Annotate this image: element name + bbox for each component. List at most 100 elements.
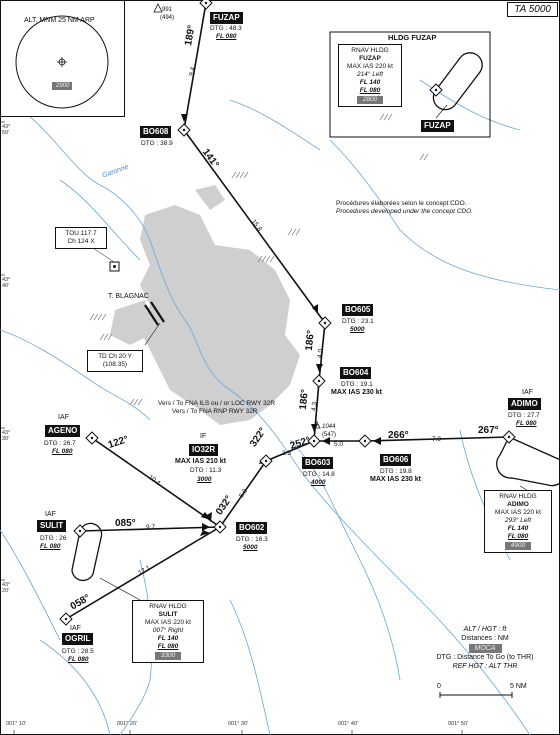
msa-box [0, 0, 125, 117]
hold-fuzap-moca: 2800 [356, 96, 384, 104]
rivers [0, 79, 560, 735]
cdo-note-fr: Procédures élaborées selon le concept CD… [336, 200, 467, 207]
wp-bo605: BO605 [342, 304, 374, 316]
iaf-label-ageno: IAF [58, 414, 69, 421]
hold-adimo-title: RNAV HLDG [499, 493, 537, 500]
track-186-b: 186° [297, 388, 311, 411]
msa-moca-bg [52, 82, 72, 90]
holding-info-adimo: RNAV HLDG ADIMO MAX IAS 220 kt 293° Left… [484, 490, 552, 553]
wp-sulit: SULIT [37, 520, 67, 532]
hold-adimo-fl1: FL 140 [507, 525, 529, 532]
legend-dist: Distances : NM [461, 635, 509, 642]
legend: ALT / HGT : ft Distances : NM MOCA DTG :… [420, 625, 550, 671]
lat-20: 43° 20' [2, 582, 11, 594]
wp-bo602-alt: 5000 [243, 544, 258, 551]
wp-io32r-speed: MAX IAS 210 kt [175, 458, 226, 465]
hold-fuzap-wp-label: FUZAP [421, 120, 454, 132]
iaf-label-ogril: IAF [70, 625, 81, 632]
hold-adimo-fl2: FL 080 [507, 533, 529, 540]
wp-bo606: BO606 [380, 454, 412, 466]
wp-bo604-speed: MAX IAS 230 kt [331, 389, 382, 396]
if-label: IF [200, 433, 207, 440]
iaf-label-sulit: IAF [45, 511, 56, 518]
runways [144, 301, 165, 326]
legend-alt: ALT / HGT : ft [463, 626, 507, 633]
urban-area-west [110, 300, 150, 345]
dist-7-9: 7.9 [432, 436, 442, 443]
wp-bo603-dtg: DTG : 14.8 [303, 471, 335, 478]
track-085: 085° [115, 518, 136, 529]
obstacle-symbol-2 [313, 421, 321, 429]
td-line2: (108.35) [102, 361, 128, 368]
chart-id: TA 5000 [507, 2, 558, 17]
wp-fuzap-dtg: DTG : 48.3 [210, 25, 242, 32]
wp-io32r-dtg: DTG : 11.3 [190, 467, 222, 474]
urban-area [140, 205, 300, 425]
track-267: 267° [478, 425, 499, 436]
obstacle2-alt: 1044 [322, 424, 336, 430]
grid-ticks [0, 121, 463, 735]
dist-3-5: 3.5 [282, 450, 292, 457]
hold-fuzap-title: RNAV HLDG [351, 47, 389, 54]
wp-io32r-alt: 3000 [197, 476, 212, 483]
scale-5nm: 5 NM [510, 683, 527, 690]
wp-bo605-dtg: DTG : 23.1 [342, 318, 374, 325]
hold-sulit-turn: 007° Right [152, 627, 184, 634]
wp-bo604-dtg: DTG : 19.1 [341, 381, 373, 388]
hldg-fuzap-box [329, 31, 491, 138]
wp-fuzap-alt: FL 080 [216, 33, 237, 40]
approach-note-2: Vers / To FNA RNP RWY 32R [172, 408, 258, 415]
wp-bo606-speed: MAX IAS 230 kt [370, 476, 421, 483]
airport-name: T. BLAGNAC [108, 293, 149, 300]
wp-bo603-alt: 4000 [311, 479, 326, 486]
lat-30: 43° 30' [2, 430, 11, 442]
waypoint-centers [64, 1, 511, 621]
hold-adimo-moca: 4900 [504, 542, 532, 550]
obstacle-symbol [153, 3, 163, 13]
wp-bo608: BO608 [140, 126, 172, 138]
legend-ref: REF HGT : ALT THR [452, 663, 518, 670]
dist-4-3: 4.3 [310, 401, 319, 412]
hldg-fuzap-title: HLDG FUZAP [388, 33, 437, 42]
lon-5: 001° 50' [448, 721, 469, 727]
hold-sulit-fl1: FL 140 [157, 635, 179, 642]
wp-bo604: BO604 [340, 367, 372, 379]
hold-fuzap-fl1: FL 140 [359, 79, 381, 86]
wp-ogril-dtg: DTG : 28.5 [62, 648, 94, 655]
tou-line1: TOU 117.7 [65, 230, 97, 237]
msa-circle [15, 15, 109, 109]
hold-fuzap-name: FUZAP [359, 55, 381, 62]
obstacle-alt: 991 [162, 7, 173, 13]
track-186-a: 186° [303, 329, 317, 352]
td-dme-box: TD Ch 20 Y (108.35) [87, 350, 143, 372]
wp-adimo-alt: FL 080 [516, 420, 537, 427]
dist-5-0-a: 5.0 [334, 441, 344, 448]
wp-bo606-dtg: DTG : 19.8 [380, 468, 412, 475]
hold-sulit-fl2: FL 080 [157, 643, 179, 650]
wp-sulit-dtg: DTG : 26 [40, 535, 67, 542]
urban-area-north [195, 185, 225, 210]
hold-fuzap-turn: 214° Left [356, 71, 384, 78]
wp-adimo-dtg: DTG : 27.7 [508, 412, 540, 419]
hold-fuzap-speed: MAX IAS 220 kt [347, 63, 393, 70]
wp-ageno-alt: FL 080 [52, 448, 73, 455]
hold-fuzap-fl2: FL 080 [359, 87, 381, 94]
wp-ogril: OGRIL [62, 633, 94, 645]
dist-9-7: 9.7 [146, 524, 156, 531]
tou-line2: Ch 124 X [67, 238, 95, 245]
hold-sulit-moca: 3300 [154, 652, 182, 660]
wp-bo602: BO602 [236, 522, 268, 534]
tou-vor-box: TOU 117.7 Ch 124 X [55, 227, 107, 249]
iaf-label-adimo: IAF [522, 389, 533, 396]
wp-ageno: AGENO [45, 425, 81, 437]
scale-0: 0 [437, 683, 441, 690]
hold-adimo-turn: 293° Left [504, 517, 532, 524]
legend-dtg: DTG : Distance To Go (to THR) [436, 654, 534, 661]
wp-sulit-alt: FL 080 [40, 543, 61, 550]
lon-2: 001° 20' [117, 721, 138, 727]
wp-io32r: IO32R [189, 444, 219, 456]
legend-moca: MOCA [468, 644, 502, 653]
wp-bo608-dtg: DTG : 38.9 [141, 140, 173, 147]
msa-label: ALT. MNM 25 NM ARP [24, 17, 95, 24]
